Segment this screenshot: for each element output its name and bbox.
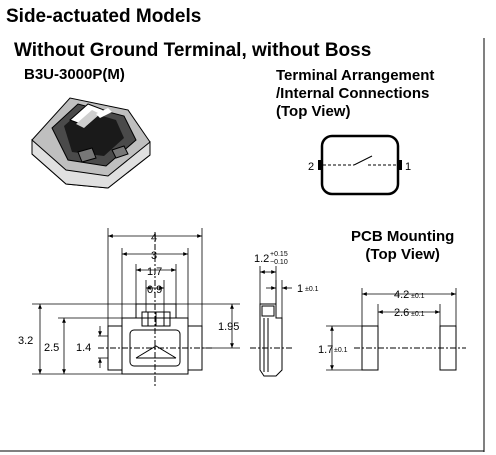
pin-2-label: 2 bbox=[308, 161, 314, 173]
dim-width-1-7: 1.7 bbox=[147, 266, 162, 278]
terminal-arrangement-title: Terminal Arrangement /Internal Connectio… bbox=[276, 67, 434, 121]
dim-side-tol-minus: −0.10 bbox=[270, 259, 288, 266]
pcb-dimension-lines bbox=[326, 288, 457, 371]
side-dimension-lines bbox=[259, 266, 292, 318]
dim-height-1-95: 1.95 bbox=[218, 321, 239, 333]
pcb-pads bbox=[354, 325, 466, 371]
dim-height-1-4: 1.4 bbox=[76, 342, 91, 354]
pcb-tol-1-7: ±0.1 bbox=[334, 347, 348, 354]
terminal-title-line3: (Top View) bbox=[276, 103, 351, 120]
dim-side-1: 1 bbox=[297, 283, 303, 295]
front-view bbox=[98, 232, 214, 386]
terminal-title-line1: Terminal Arrangement bbox=[276, 67, 435, 84]
dim-side-1-2: 1.2 bbox=[254, 253, 269, 265]
model-name: B3U-3000P(M) bbox=[24, 66, 125, 83]
pin-1-label: 1 bbox=[405, 161, 411, 173]
dim-width-0-9: 0.9 bbox=[147, 284, 162, 296]
side-view bbox=[250, 303, 292, 377]
dim-width-3: 3 bbox=[151, 250, 157, 262]
section-subtitle: Without Ground Terminal, without Boss bbox=[14, 40, 372, 61]
switch-illustration bbox=[31, 97, 151, 189]
dim-height-2-5: 2.5 bbox=[44, 342, 59, 354]
dim-side-tol-plus: +0.15 bbox=[270, 251, 288, 258]
pcb-dim-4-2: 4.2 bbox=[394, 289, 409, 301]
terminal-title-line2: /Internal Connections bbox=[276, 85, 430, 102]
dim-height-3-2: 3.2 bbox=[18, 335, 33, 347]
pcb-title-line2: (Top View) bbox=[365, 246, 440, 263]
terminal-schematic bbox=[318, 134, 402, 196]
dim-width-4: 4 bbox=[151, 232, 157, 244]
pcb-mounting-title: PCB Mounting (Top View) bbox=[351, 228, 454, 264]
pcb-tol-2-6: ±0.1 bbox=[411, 311, 425, 318]
pcb-dim-2-6: 2.6 bbox=[394, 307, 409, 319]
dim-side-tol-1: ±0.1 bbox=[305, 286, 319, 293]
pcb-title-line1: PCB Mounting bbox=[351, 228, 455, 245]
pcb-dim-1-7: 1.7 bbox=[318, 344, 333, 356]
pcb-tol-4-2: ±0.1 bbox=[411, 293, 425, 300]
section-title: Side-actuated Models bbox=[6, 6, 202, 27]
front-dimension-lines bbox=[32, 228, 240, 375]
